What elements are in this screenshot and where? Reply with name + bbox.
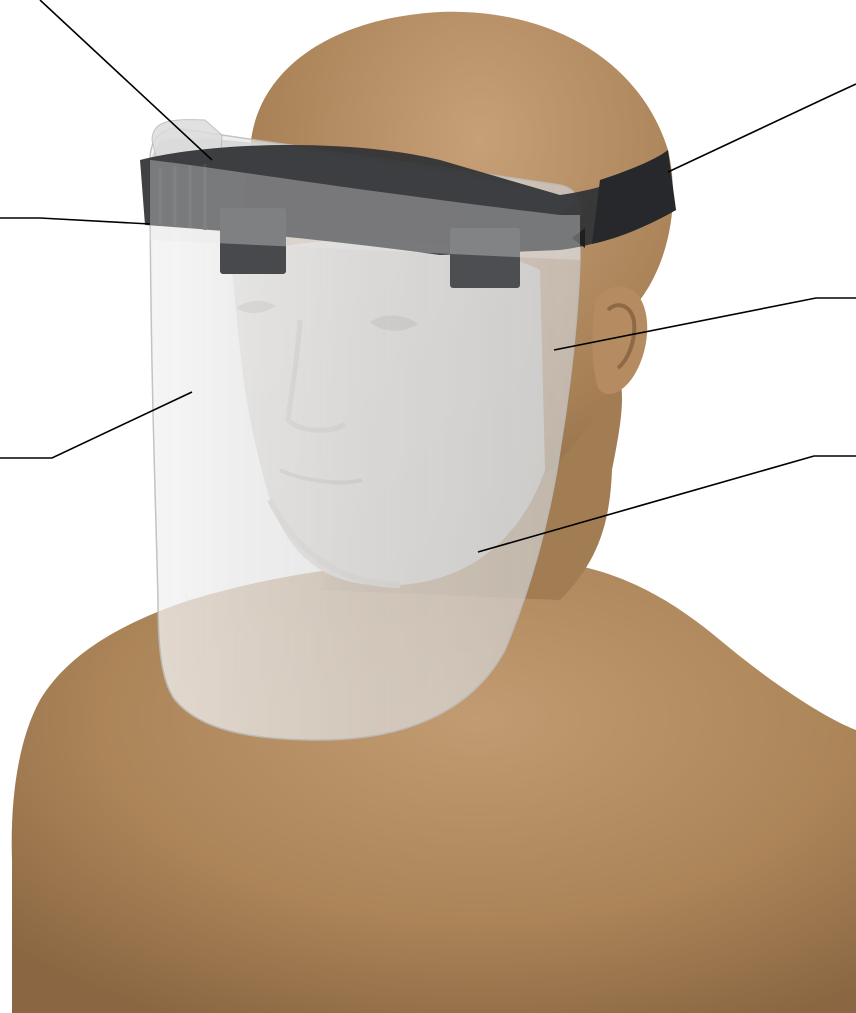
callout-right-top — [668, 84, 856, 172]
callout-left-upper — [0, 218, 150, 224]
callout-top-left — [40, 0, 212, 160]
